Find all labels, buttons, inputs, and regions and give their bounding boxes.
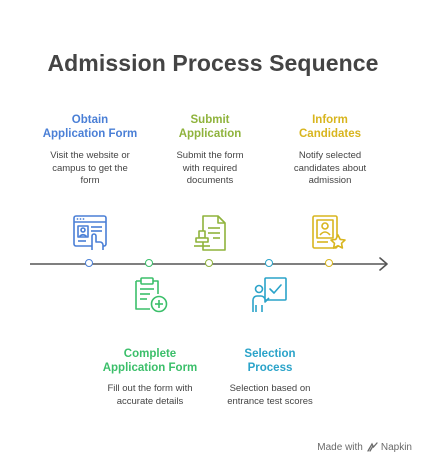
document-stamp-icon	[194, 215, 226, 251]
step-title-selection: Selection Process	[244, 348, 296, 374]
certificate-star-icon	[312, 215, 346, 249]
step-desc-obtain: Visit the website or campus to get the f…	[50, 150, 130, 186]
person-checklist-icon	[252, 277, 287, 312]
timeline-dot-submit	[205, 259, 214, 268]
timeline-dot-selection	[265, 259, 274, 268]
step-desc-inform: Notify selected candidates about admissi…	[293, 150, 367, 186]
napkin-brand: Napkin	[367, 442, 412, 453]
step-title-submit: Submit Application	[178, 114, 242, 140]
clipboard-add-icon	[135, 277, 168, 313]
footer-attribution: Made with Napkin	[317, 442, 412, 453]
browser-form-icon	[73, 215, 107, 250]
timeline-dot-complete	[145, 259, 154, 268]
napkin-brand-label: Napkin	[380, 442, 412, 453]
timeline-arrowhead-icon	[379, 257, 388, 271]
napkin-logo-icon	[367, 442, 378, 452]
step-desc-selection: Selection based on entrance test scores	[227, 383, 313, 407]
timeline-dot-inform	[325, 259, 334, 268]
page-title: Admission Process Sequence	[47, 50, 379, 76]
timeline-dot-obtain	[85, 259, 94, 268]
step-desc-submit: Submit the form with required documents	[176, 150, 244, 186]
step-title-complete: Complete Application Form	[102, 348, 198, 374]
step-desc-complete: Fill out the form with accurate details	[107, 383, 193, 407]
footer-made-with: Made with	[317, 442, 363, 453]
step-title-inform: Inform Candidates	[299, 114, 361, 140]
step-title-obtain: Obtain Application Form	[42, 114, 138, 140]
